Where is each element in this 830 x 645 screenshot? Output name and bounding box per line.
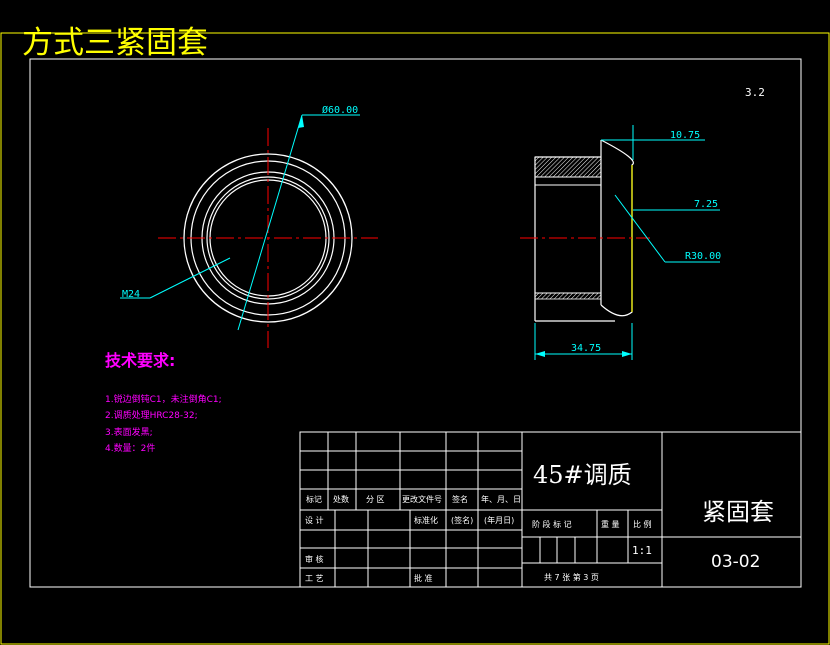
outer-frame: [0, 32, 830, 645]
diameter-leader: [237, 114, 303, 331]
title-block: [299, 431, 802, 588]
drawing-number: 03-02: [711, 552, 760, 572]
section-hatch-top: [534, 156, 602, 178]
width-mid-label: 7.25: [694, 199, 718, 210]
label-ratio: 比 例: [633, 519, 652, 529]
label-weight: 重 量: [601, 519, 620, 529]
label-change-doc: 更改文件号: [402, 494, 442, 504]
width-top-label: 10.75: [670, 130, 700, 141]
length-label: 34.75: [571, 343, 601, 354]
thread-minor-circle: [206, 176, 330, 300]
scale-value: 1:1: [632, 544, 652, 557]
label-sign: 签名: [452, 494, 468, 504]
diameter-label: Ø60.00: [322, 104, 358, 116]
label-ymd: (年月日): [484, 515, 514, 525]
note-item: 2.调质处理HRC28-32;: [105, 409, 198, 421]
section-hatch-bottom: [534, 292, 602, 300]
front-view: [120, 114, 378, 348]
label-mark: 标记: [306, 494, 322, 504]
label-review: 审 核: [305, 554, 324, 564]
label-process: 工 艺: [305, 574, 324, 583]
thread-label: M24: [122, 289, 140, 300]
notes-heading: 技术要求:: [105, 351, 175, 370]
roughness-mark: 3.2: [745, 86, 765, 99]
material-value: 45#调质: [533, 461, 632, 489]
note-item: 3.表面发黑;: [105, 426, 153, 438]
spherical-face: [600, 139, 634, 317]
label-design: 设 计: [305, 515, 324, 525]
outer-circle: [183, 153, 353, 323]
sheet-info: 共 7 张 第 3 页: [544, 572, 599, 582]
label-signed: (签名): [451, 515, 473, 525]
label-standardize: 标准化: [414, 515, 438, 525]
note-item: 4.数量：2件: [105, 442, 155, 454]
label-stage-mark: 阶 段 标 记: [532, 519, 572, 529]
side-view: [520, 125, 720, 360]
part-name: 紧固套: [702, 498, 774, 526]
label-zone: 分 区: [366, 495, 385, 504]
sheet-title: 方式三紧固套: [22, 25, 208, 61]
note-item: 1.锐边倒钝C1，未注倒角C1;: [105, 393, 222, 405]
radius-label: R30.00: [685, 251, 721, 262]
label-date: 年、月、日: [481, 494, 521, 504]
label-approve: 批 准: [414, 573, 433, 583]
label-count: 处数: [333, 494, 349, 504]
